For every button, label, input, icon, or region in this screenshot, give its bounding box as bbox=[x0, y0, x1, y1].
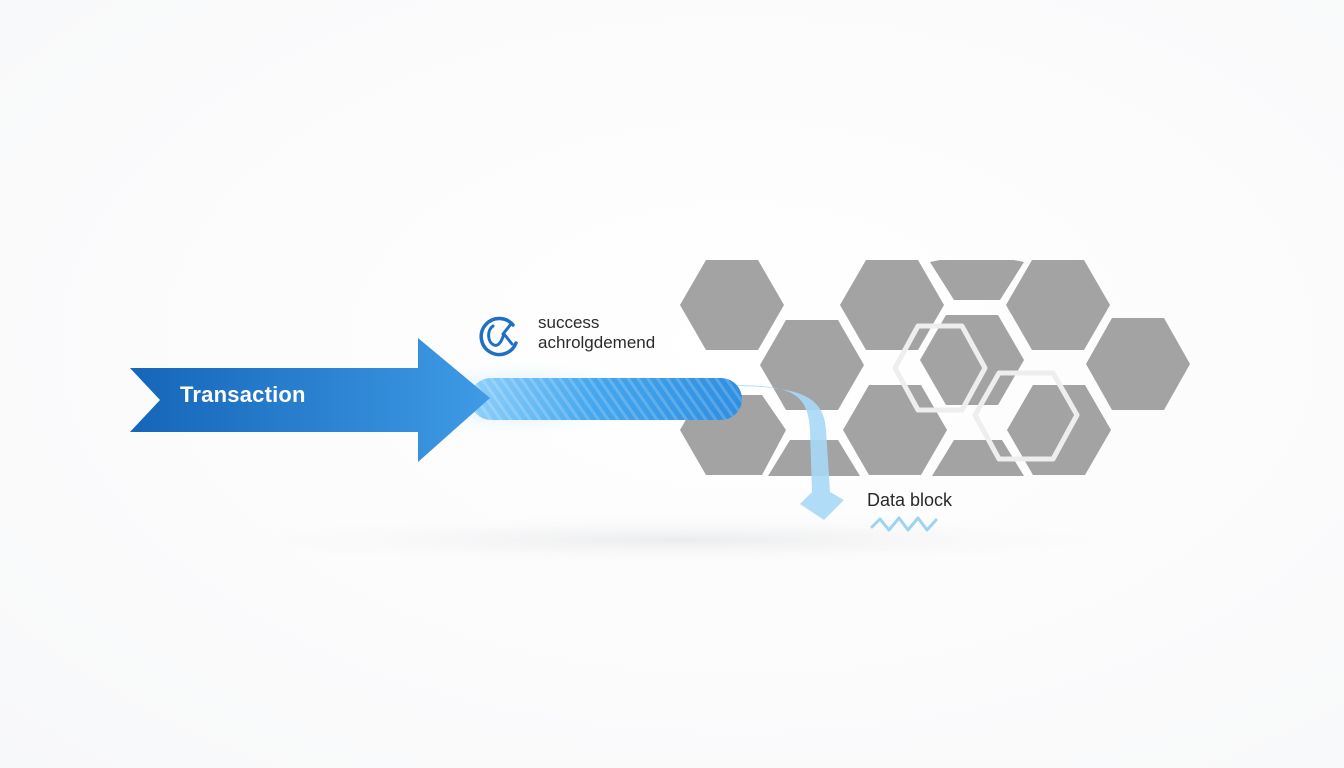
hexagon-cluster bbox=[680, 260, 1190, 476]
outline-hexagon bbox=[892, 323, 988, 413]
hexagon-block bbox=[1007, 385, 1111, 475]
flow-arrow bbox=[730, 385, 844, 520]
acknowledgement-text: success achrolgdemend bbox=[538, 313, 655, 353]
zigzag-wave-icon bbox=[870, 516, 938, 532]
beam-stripes bbox=[470, 378, 742, 420]
hexagon-block bbox=[680, 260, 784, 350]
data-block-label: Data block bbox=[867, 490, 953, 510]
floor-shadow bbox=[120, 510, 1240, 570]
hexagon-block bbox=[840, 260, 944, 350]
hexagon-block bbox=[1086, 318, 1190, 410]
outline-hexagons bbox=[892, 323, 1080, 462]
hexagon-block bbox=[920, 315, 1024, 405]
hexagon-block bbox=[932, 440, 1024, 476]
hexagon-block bbox=[930, 260, 1024, 300]
hexagon-block bbox=[1006, 260, 1110, 350]
acknowledgement-line-1: success bbox=[538, 313, 600, 332]
transaction-arrow bbox=[130, 338, 490, 462]
check-circle-icon bbox=[479, 316, 518, 357]
outline-hexagon bbox=[972, 370, 1080, 462]
acknowledgement-line-2: achrolgdemend bbox=[538, 333, 656, 352]
hexagon-block bbox=[760, 320, 864, 410]
hexagon-block bbox=[843, 385, 947, 475]
transaction-label: Transaction bbox=[180, 382, 306, 407]
